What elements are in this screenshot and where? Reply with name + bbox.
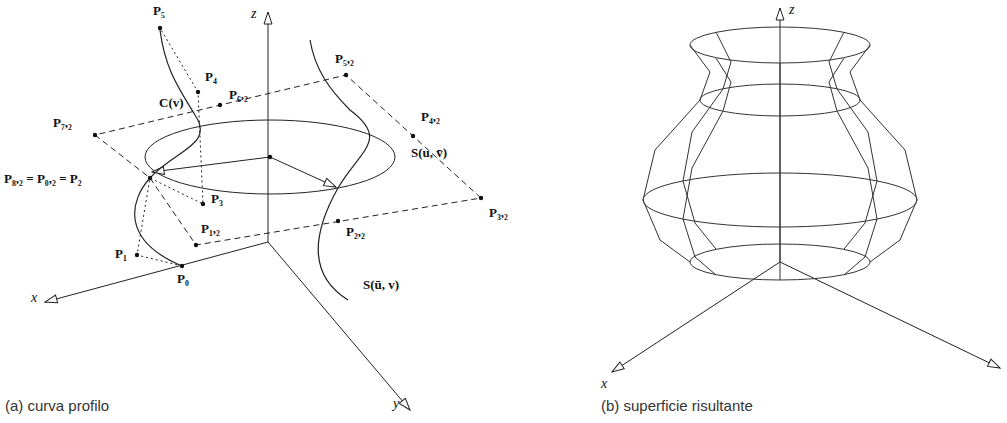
z-axis: [268, 12, 269, 242]
axis-label: y: [392, 396, 400, 411]
y-axis: [268, 242, 410, 410]
point-label: P₃,₂: [488, 206, 509, 220]
point-label: P₁: [114, 247, 128, 261]
subfigure-caption: (a) curva profilo: [4, 398, 110, 415]
point-label: P₄,₂: [420, 110, 441, 124]
axis-label: x: [600, 376, 608, 391]
profile-control-polygon: [137, 28, 203, 266]
point-label: P₀: [176, 272, 190, 286]
point-label: P₈,₂ = P₀,₂ = P₂: [3, 172, 83, 186]
x-axis: [45, 242, 268, 302]
control-points: [93, 26, 483, 268]
point-label: P₁,₂: [200, 222, 221, 236]
point-label: P₄: [204, 70, 218, 84]
axis-label: z: [250, 6, 257, 21]
curve-label: S(ū, v): [362, 278, 400, 292]
meridian-curve: [310, 40, 370, 300]
point-label: P₇,₂: [52, 116, 73, 130]
circle-curve: [145, 120, 395, 194]
point-label: P₆,₂: [228, 88, 249, 102]
axis-label: z: [788, 2, 795, 17]
point-label: P₅: [152, 4, 166, 18]
subfigure-caption: (b) superficie risultante: [600, 398, 754, 415]
point-label: P₃: [210, 192, 224, 206]
point-label: P₂,₂: [345, 225, 366, 239]
profile-curve: [135, 30, 201, 266]
axis-label: x: [30, 290, 38, 305]
control-polygon: [95, 75, 481, 245]
radius-arrow: [270, 157, 336, 187]
point-label: P₅,₂: [334, 52, 355, 66]
radius-arrow: [152, 157, 270, 172]
x-axis: [612, 262, 780, 372]
y-axis: [780, 262, 1000, 368]
curve-label: S(u, v̄): [410, 146, 448, 160]
vase-surface: [643, 27, 917, 280]
curve-label: C(v): [158, 96, 185, 110]
